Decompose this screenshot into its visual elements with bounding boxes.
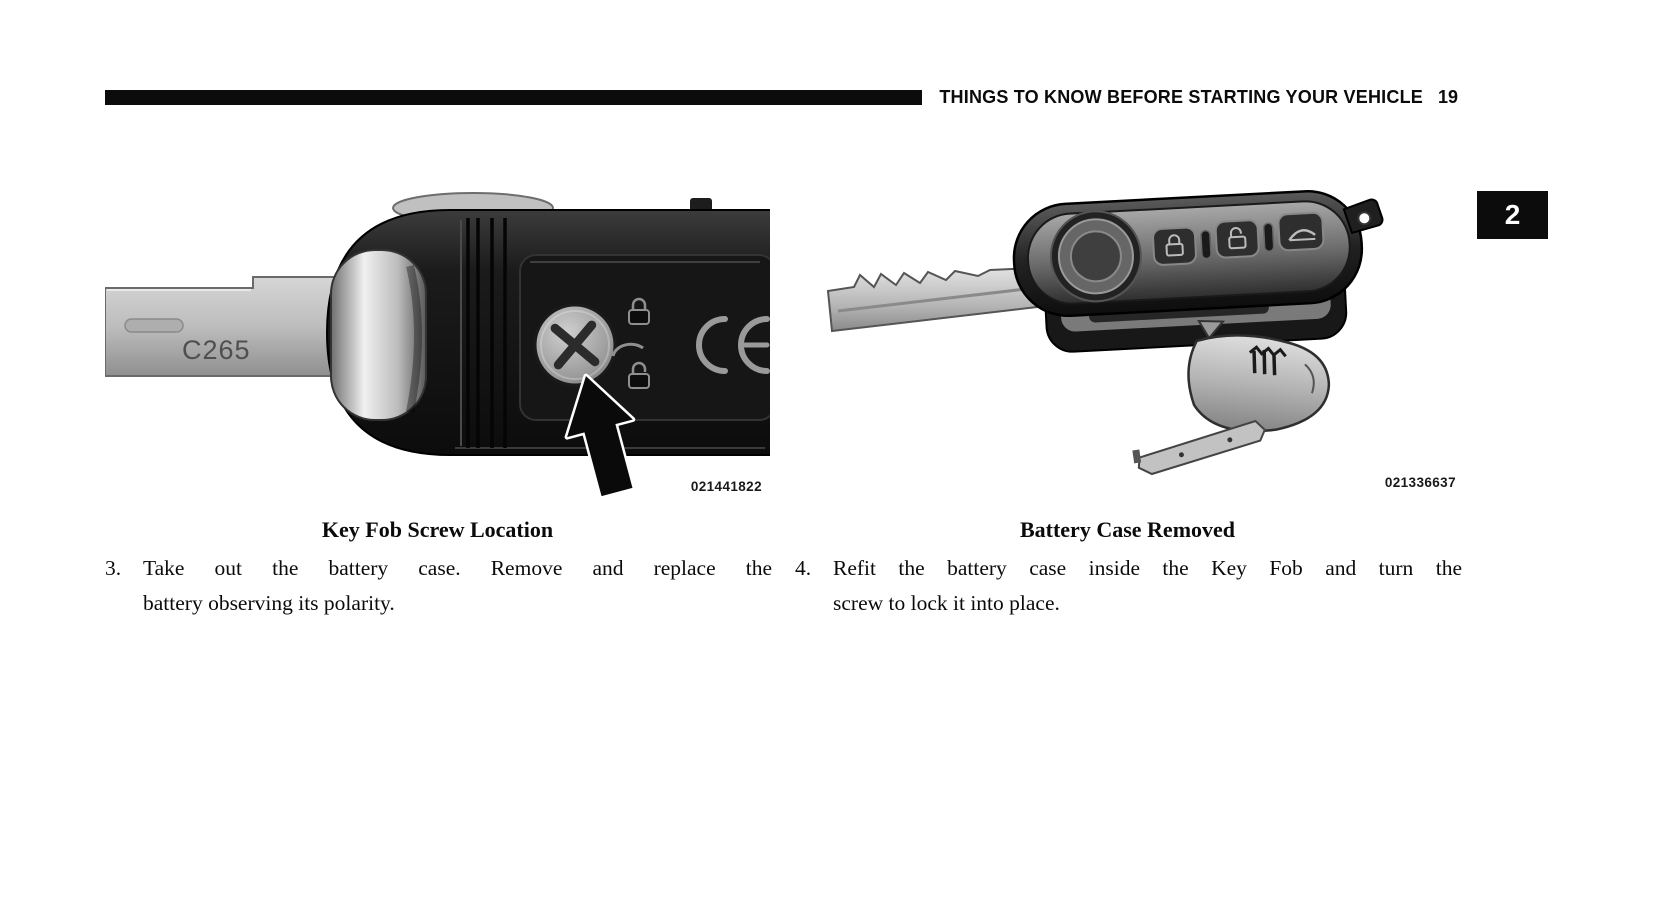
lock-open-icon bbox=[628, 361, 650, 389]
instruction-text: Refit the battery case inside the Key Fo… bbox=[833, 551, 1462, 621]
figure-key-fob-screw-location: C265 bbox=[105, 178, 770, 502]
battery-case-illustration bbox=[826, 189, 1384, 476]
instruction-text: Take out the battery case. Remove and re… bbox=[143, 551, 772, 621]
instruction-text-line: screw to lock it into place. bbox=[833, 591, 1060, 615]
page-header: THINGS TO KNOW BEFORE STARTING YOUR VEHI… bbox=[105, 84, 1458, 110]
blade-groove bbox=[124, 318, 184, 333]
unlock-button bbox=[1214, 219, 1260, 259]
key-blade bbox=[826, 266, 1039, 333]
battery-case bbox=[1187, 319, 1331, 433]
instruction-text-line: Refit the battery case inside the Key Fo… bbox=[833, 556, 1462, 580]
button-separator bbox=[1200, 229, 1212, 260]
section-tab: 2 bbox=[1477, 191, 1548, 239]
page-title: THINGS TO KNOW BEFORE STARTING YOUR VEHI… bbox=[939, 86, 1423, 107]
hinge-barrel bbox=[330, 249, 427, 421]
caption-key-fob-screw-location: Key Fob Screw Location bbox=[321, 517, 554, 542]
caption-battery-case-removed: Battery Case Removed bbox=[1019, 517, 1236, 542]
keyring-loop bbox=[1342, 198, 1384, 235]
section-tab-label: 2 bbox=[1504, 199, 1521, 230]
page-number: 19 bbox=[1437, 86, 1458, 107]
screw-pointer-arrow-icon bbox=[564, 373, 636, 499]
trunk-button bbox=[1277, 211, 1325, 252]
key-blade: C265 bbox=[105, 276, 346, 377]
battery-cover-strip bbox=[1132, 419, 1266, 476]
key-fob-screw-illustration: C265 bbox=[105, 192, 770, 499]
figure-id: 021441822 bbox=[690, 479, 762, 494]
instruction-number: 4. bbox=[795, 556, 812, 580]
battery-case-screw bbox=[533, 303, 617, 387]
instruction-step-4: 4. Refit the battery case inside the Key… bbox=[795, 551, 1462, 621]
instruction-number: 3. bbox=[105, 556, 122, 580]
handset-icon bbox=[611, 342, 644, 357]
key-fob bbox=[1012, 189, 1384, 353]
ce-mark-icon bbox=[696, 316, 770, 374]
figure-id: 021336637 bbox=[1384, 475, 1456, 490]
panic-button bbox=[1049, 210, 1142, 303]
instruction-text-line: battery observing its polarity. bbox=[143, 591, 395, 615]
lock-closed-icon bbox=[628, 297, 650, 325]
battery-contacts bbox=[1248, 345, 1287, 376]
header-rule bbox=[105, 89, 923, 105]
instruction-text-line: Take out the battery case. Remove and re… bbox=[143, 556, 772, 580]
button-separator bbox=[1262, 222, 1275, 253]
lock-button bbox=[1152, 226, 1197, 266]
blade-stamp-label: C265 bbox=[182, 335, 251, 365]
figure-battery-case-removed: 021336637 bbox=[818, 175, 1463, 497]
instruction-step-3: 3. Take out the battery case. Remove and… bbox=[105, 551, 772, 621]
